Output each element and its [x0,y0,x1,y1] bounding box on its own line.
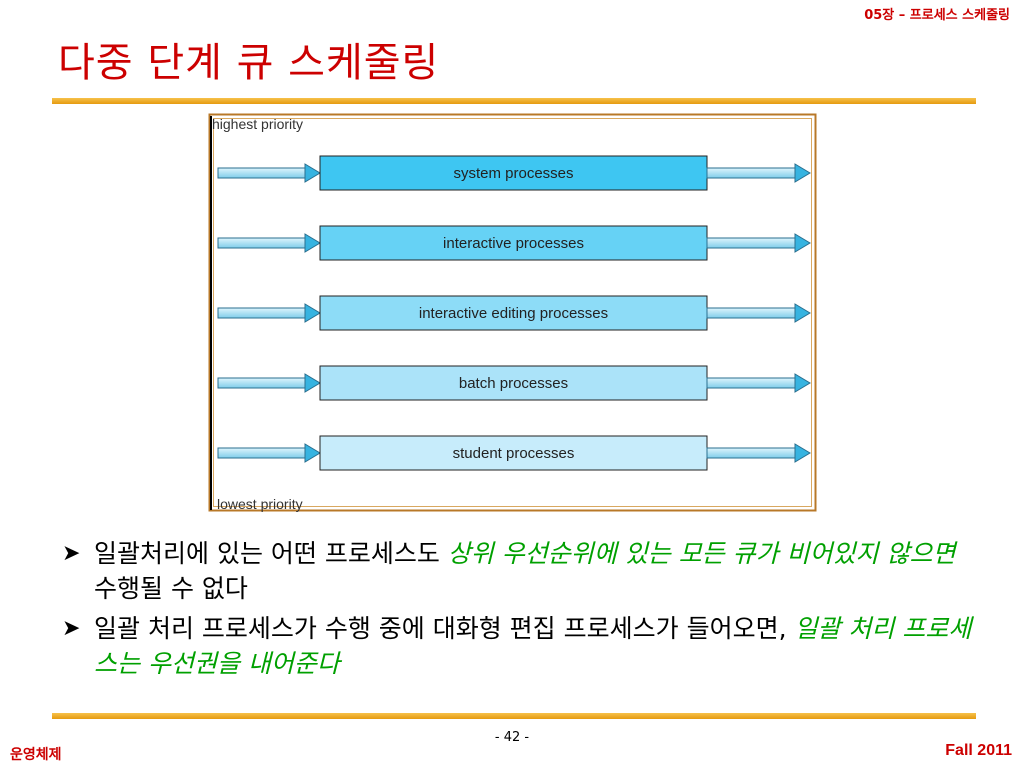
lowest-priority-label: lowest priority [217,496,303,512]
queue-label: batch processes [459,375,568,392]
queue-box [319,225,708,261]
queue-row: interactive processes [217,225,811,261]
queue-row: batch processes [217,365,811,401]
incoming-arrow-icon [217,163,321,183]
diagram-frame-outer [208,113,817,512]
queue-label: interactive editing processes [419,305,608,322]
queue-label: system processes [453,165,573,182]
bullet-list: ➤ 일괄처리에 있는 어떤 프로세스도 상위 우선순위에 있는 모든 큐가 비어… [62,536,982,686]
term-label: Fall 2011 [945,742,1012,759]
incoming-arrow-icon [217,373,321,393]
bullet-text-plain: 일괄 처리 프로세스가 수행 중에 대화형 편집 프로세스가 들어오면, [94,614,795,643]
outgoing-arrow-icon [706,443,811,463]
bullet-text-plain: 수행될 수 없다 [94,574,248,603]
outgoing-arrow-icon [706,373,811,393]
outgoing-arrow-icon [706,303,811,323]
bullet-item: ➤ 일괄 처리 프로세스가 수행 중에 대화형 편집 프로세스가 들어오면, 일… [62,611,982,681]
bullet-text-plain: 일괄처리에 있는 어떤 프로세스도 [94,539,448,568]
incoming-arrow-icon [217,443,321,463]
bullet-text-emphasis: 일괄 처리 프로세스는 우선권을 내어준다 [94,614,972,678]
course-label: 운영체제 [10,747,62,763]
queue-box [319,155,708,191]
bottom-divider [52,713,976,719]
arrow-bullet-icon: ➤ [62,616,81,641]
queue-box [319,295,708,331]
queue-label: student processes [453,445,575,462]
queue-row: interactive editing processes [217,295,811,331]
diagram-frame-inner [213,118,812,507]
page-title: 다중 단계 큐 스케줄링 [58,40,440,86]
top-divider [52,98,976,104]
chapter-label: 05장 – 프로세스 스케줄링 [864,8,1010,23]
outgoing-arrow-icon [706,233,811,253]
outgoing-arrow-icon [706,163,811,183]
page-number: - 42 - [494,730,530,745]
highest-priority-label: highest priority [212,116,303,132]
arrow-bullet-icon: ➤ [62,541,81,566]
queue-row: student processes [217,435,811,471]
incoming-arrow-icon [217,233,321,253]
queue-label: interactive processes [443,235,584,252]
bullet-text-emphasis: 상위 우선순위에 있는 모든 큐가 비어있지 않으면 [447,539,956,568]
incoming-arrow-icon [217,303,321,323]
queue-row: system processes [217,155,811,191]
bullet-item: ➤ 일괄처리에 있는 어떤 프로세스도 상위 우선순위에 있는 모든 큐가 비어… [62,536,982,606]
multilevel-queue-diagram: highest priority lowest priority system … [208,113,817,512]
